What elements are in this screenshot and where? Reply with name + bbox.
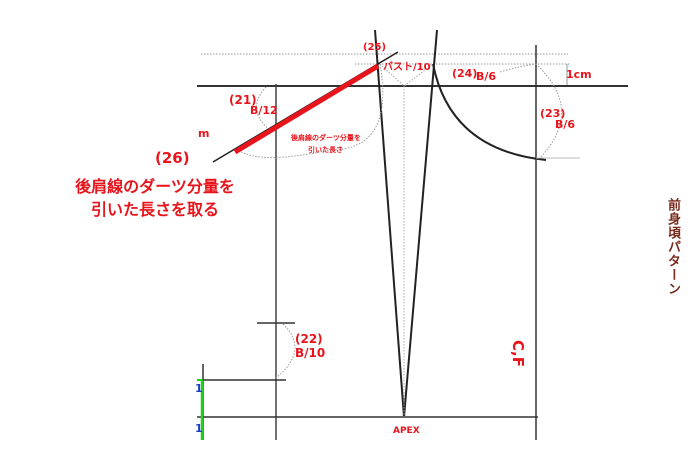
small-note-line2: 引いた長さ bbox=[308, 145, 343, 154]
label-22-formula: B/10 bbox=[295, 346, 325, 360]
label-23: (23) bbox=[540, 107, 565, 120]
small-note-line1: 後肩線のダーツ分量を bbox=[290, 133, 361, 142]
left-mark-2: 1 bbox=[195, 422, 203, 435]
label-24-formula: B/6 bbox=[476, 70, 496, 83]
label-21-formula: B/12 bbox=[250, 104, 278, 117]
instruction-note-line1: 後肩線のダーツ分量を bbox=[75, 177, 235, 196]
page-title: 前身頃パターン bbox=[665, 198, 680, 296]
label-24: (24) bbox=[452, 67, 477, 80]
label-22: (22) bbox=[295, 332, 323, 346]
dart-left-line bbox=[374, 29, 405, 418]
label-cf: C,F bbox=[509, 340, 527, 367]
neckline-curve bbox=[432, 63, 547, 161]
shoulder-length-arc bbox=[237, 63, 384, 158]
left-mark-1: 1 bbox=[195, 382, 203, 395]
dart-right-line bbox=[403, 29, 438, 418]
b6-arc-23 bbox=[535, 63, 562, 159]
label-1cm: 1cm bbox=[566, 68, 592, 81]
label-21: (21) bbox=[229, 93, 257, 107]
label-apex: APEX bbox=[393, 426, 420, 436]
label-23-formula: B/6 bbox=[555, 118, 575, 131]
label-25-formula: バスト/10 bbox=[383, 61, 431, 73]
b12-arc-21 bbox=[256, 86, 271, 131]
instruction-note: 後肩線のダーツ分量を 引いた長さを取る bbox=[55, 175, 255, 221]
label-m: m bbox=[198, 127, 209, 140]
label-26: (26) bbox=[155, 149, 190, 167]
shoulder-line-red[interactable] bbox=[233, 63, 380, 155]
b10-arc-22 bbox=[275, 323, 296, 379]
instruction-note-line2: 引いた長さを取る bbox=[90, 200, 219, 219]
label-25: (25) bbox=[363, 42, 386, 53]
b6-arc-24 bbox=[499, 63, 537, 73]
